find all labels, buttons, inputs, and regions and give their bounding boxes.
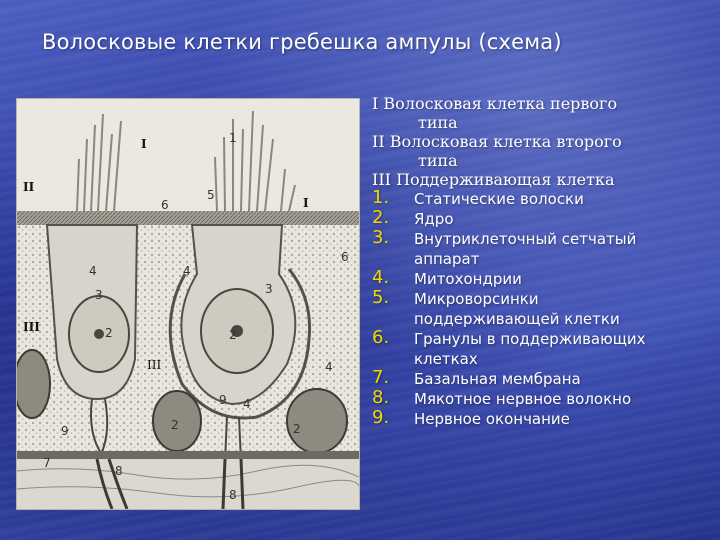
legend-number: 2. (372, 207, 390, 228)
legend-roman-text: Волосковая клетка второго (389, 132, 622, 151)
legend-text: Внутриклеточный сетчатый (414, 230, 637, 248)
label-7: 7 (43, 456, 51, 470)
legend-item-6: 6. Гранулы в поддерживающих клетках (372, 327, 668, 369)
label-9a: 9 (61, 424, 69, 438)
label-5: 5 (207, 188, 215, 202)
legend-roman-cont: типа (418, 151, 458, 170)
legend-number: 8. (372, 387, 390, 408)
legend-item-2: 2. Ядро (372, 207, 668, 229)
hair-cells-diagram: II I 1 I 6 5 6 4 4 3 3 III 2 2 III 4 9 4… (16, 98, 360, 510)
legend-roman-1: I Волосковая клетка первого типа (372, 94, 668, 132)
legend: I Волосковая клетка первого типа II Воло… (372, 94, 668, 429)
legend-text-cont: клетках (414, 350, 478, 368)
legend-number: 6. (372, 327, 390, 348)
legend-roman-number: III (372, 170, 391, 189)
myelinated-fiber (221, 458, 245, 509)
legend-text: Митохондрии (414, 270, 522, 288)
label-2a: 2 (105, 326, 113, 340)
label-4a: 4 (89, 264, 97, 278)
label-9b: 9 (219, 393, 227, 407)
supporting-nucleus-1 (17, 349, 51, 419)
legend-item-3: 3. Внутриклеточный сетчатый аппарат (372, 227, 668, 269)
legend-roman-cont: типа (418, 113, 458, 132)
legend-roman-number: II (372, 132, 385, 151)
legend-text-cont: аппарат (414, 250, 480, 268)
legend-item-8: 8. Мякотное нервное волокно (372, 387, 668, 409)
label-III-mid: III (147, 358, 161, 372)
label-II: II (23, 180, 35, 194)
label-4d: 4 (243, 397, 251, 411)
legend-roman-text: Волосковая клетка первого (383, 94, 618, 113)
legend-number: 7. (372, 367, 390, 388)
label-2b: 2 (229, 328, 237, 342)
legend-roman-2: II Волосковая клетка второго типа (372, 132, 668, 170)
nerve-calyx (168, 268, 312, 420)
legend-text: Мякотное нервное волокно (414, 390, 632, 408)
label-8a: 8 (115, 464, 123, 478)
legend-text: Ядро (414, 210, 454, 228)
label-III-left: III (23, 320, 40, 334)
legend-item-1: 1. Статические волоски (372, 187, 668, 209)
legend-text: Базальная мембрана (414, 370, 581, 388)
legend-number: 4. (372, 267, 390, 288)
label-6b: 6 (341, 250, 349, 264)
legend-text: Гранулы в поддерживающих (414, 330, 646, 348)
legend-roman-3: III Поддерживающая клетка (372, 170, 668, 189)
legend-item-9: 9. Нервное окончание (372, 407, 668, 429)
label-3a: 3 (95, 288, 103, 302)
basal-membrane (17, 451, 359, 459)
endolymph-zone (17, 99, 359, 217)
cuticular-plate (17, 211, 359, 225)
legend-item-5: 5. Микроворсинки поддерживающей клетки (372, 287, 668, 329)
label-1: 1 (229, 131, 237, 145)
legend-number: 3. (372, 227, 390, 248)
label-2d: 2 (293, 422, 301, 436)
legend-item-4: 4. Митохондрии (372, 267, 668, 289)
label-I-left: I (141, 137, 147, 151)
label-3b: 3 (265, 282, 273, 296)
legend-item-7: 7. Базальная мембрана (372, 367, 668, 389)
label-I-right: I (303, 196, 309, 210)
label-4b: 4 (183, 264, 191, 278)
legend-text: Нервное окончание (414, 410, 570, 428)
supporting-nucleus-3 (286, 388, 348, 454)
legend-number: 9. (372, 407, 390, 428)
legend-number: 5. (372, 287, 390, 308)
legend-text: Статические волоски (414, 190, 584, 208)
legend-roman-number: I (372, 94, 379, 113)
slide-title: Волосковые клетки гребешка ампулы (схема… (42, 30, 562, 54)
label-4c: 4 (325, 360, 333, 374)
label-8b: 8 (229, 488, 237, 502)
legend-text-cont: поддерживающей клетки (414, 310, 620, 328)
label-6a: 6 (161, 198, 169, 212)
legend-text: Микроворсинки (414, 290, 539, 308)
legend-roman-text: Поддерживающая клетка (396, 170, 615, 189)
label-2c: 2 (171, 418, 179, 432)
legend-number: 1. (372, 187, 390, 208)
hair-bundles (76, 110, 296, 212)
